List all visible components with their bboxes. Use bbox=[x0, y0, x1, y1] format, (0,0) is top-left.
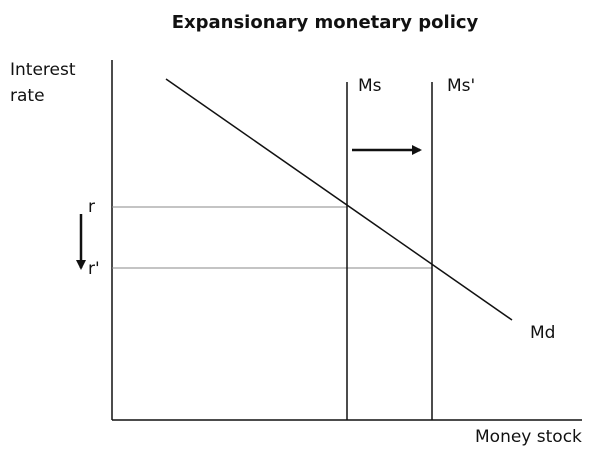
ms-label: Ms bbox=[358, 76, 382, 96]
diagram-title: Expansionary monetary policy bbox=[172, 12, 479, 33]
ms-prime-label: Ms' bbox=[447, 76, 475, 96]
y-axis-label-line1: Interest bbox=[10, 60, 76, 80]
md-curve bbox=[165, 78, 513, 321]
rate-r-label: r bbox=[88, 197, 95, 217]
md-label: Md bbox=[530, 323, 555, 343]
rate-r-prime-label: r' bbox=[88, 259, 100, 279]
x-axis-label: Money stock bbox=[475, 427, 582, 447]
y-axis-label-line2: rate bbox=[10, 86, 45, 106]
